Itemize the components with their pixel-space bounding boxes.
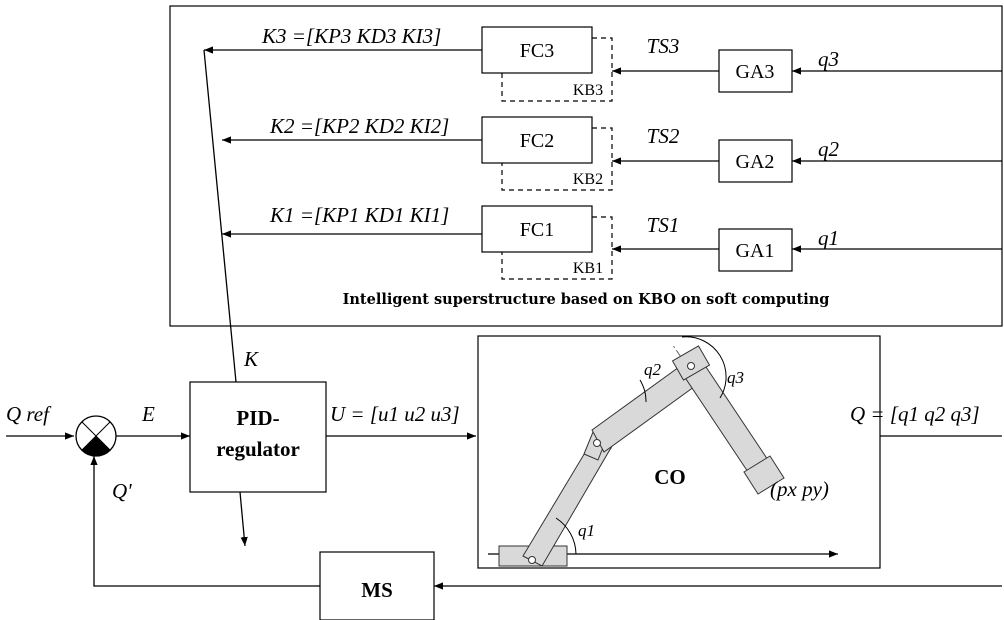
pid-label-line1: PID-	[236, 406, 279, 430]
q3-input-label: q3	[818, 47, 839, 71]
kb1-block	[501, 216, 613, 280]
row-3: FC3 KB3 GA3 TS3 q3 K3 =[KP3 KD3 KI3]	[204, 24, 1002, 102]
k-label: K	[243, 347, 259, 371]
ga2-block	[718, 139, 793, 183]
k2-label: K2 =[KP2 KD2 KI2]	[269, 114, 449, 138]
arc-q2	[639, 379, 647, 403]
ms-block	[319, 551, 435, 620]
end-effector	[743, 455, 785, 495]
kb3-label: KB3	[573, 82, 603, 99]
endpoint-label: (px py)	[770, 477, 829, 501]
q1-input-label: q1	[818, 226, 839, 250]
feedback-arrow	[90, 456, 320, 587]
output-label: Q = [q1 q2 q3]	[850, 402, 980, 426]
row-1: FC1 KB1 GA1 TS1 q1 K1 =[KP1 KD1 KI1]	[222, 203, 1002, 280]
error-label: E	[141, 402, 155, 426]
qref-label: Q ref	[6, 402, 52, 426]
angle-q1: q1	[578, 521, 595, 540]
angle-q2: q2	[644, 360, 662, 379]
ts2-label: TS2	[647, 124, 680, 148]
robot-arm	[488, 336, 838, 567]
angle-q3: q3	[727, 368, 744, 387]
k3-label: K3 =[KP3 KD3 KI3]	[261, 24, 441, 48]
ts1-label: TS1	[647, 213, 680, 237]
fc1-label: FC1	[520, 219, 554, 241]
fc3-label: FC3	[520, 40, 554, 62]
summing-junction	[75, 415, 117, 457]
fc1-block	[481, 205, 593, 253]
pid-label-line2: regulator	[216, 437, 300, 461]
kb1-label: KB1	[573, 260, 603, 277]
row-2: FC2 KB2 GA2 TS2 q2 K2 =[KP2 KD2 KI2]	[222, 114, 1002, 191]
pid-block	[189, 381, 327, 493]
pid-down-arrow	[239, 491, 248, 547]
fc2-block	[481, 116, 593, 164]
arc-q3	[681, 336, 727, 399]
ga3-label: GA3	[736, 61, 775, 83]
joint-base	[528, 556, 536, 564]
arc-q1	[555, 517, 577, 555]
q2-input-label: q2	[818, 137, 840, 161]
ga1-label: GA1	[736, 240, 775, 262]
feedback-label: Q'	[112, 479, 132, 503]
kb2-label: KB2	[573, 171, 603, 188]
co-label: CO	[654, 465, 686, 489]
joint-2	[687, 362, 695, 370]
control-label: U = [u1 u2 u3]	[330, 402, 460, 426]
kb3-block	[501, 37, 613, 102]
k1-label: K1 =[KP1 KD1 KI1]	[269, 203, 449, 227]
ga2-label: GA2	[736, 151, 775, 173]
ga1-block	[718, 228, 793, 272]
kb2-block	[501, 127, 613, 191]
fc2-label: FC2	[520, 130, 554, 152]
ts3-label: TS3	[647, 34, 680, 58]
joint-1	[593, 439, 601, 447]
fc3-block	[481, 26, 593, 74]
ms-label: MS	[361, 578, 393, 602]
k-line	[203, 49, 237, 383]
superstructure-caption: Intelligent superstructure based on KBO …	[343, 291, 830, 308]
